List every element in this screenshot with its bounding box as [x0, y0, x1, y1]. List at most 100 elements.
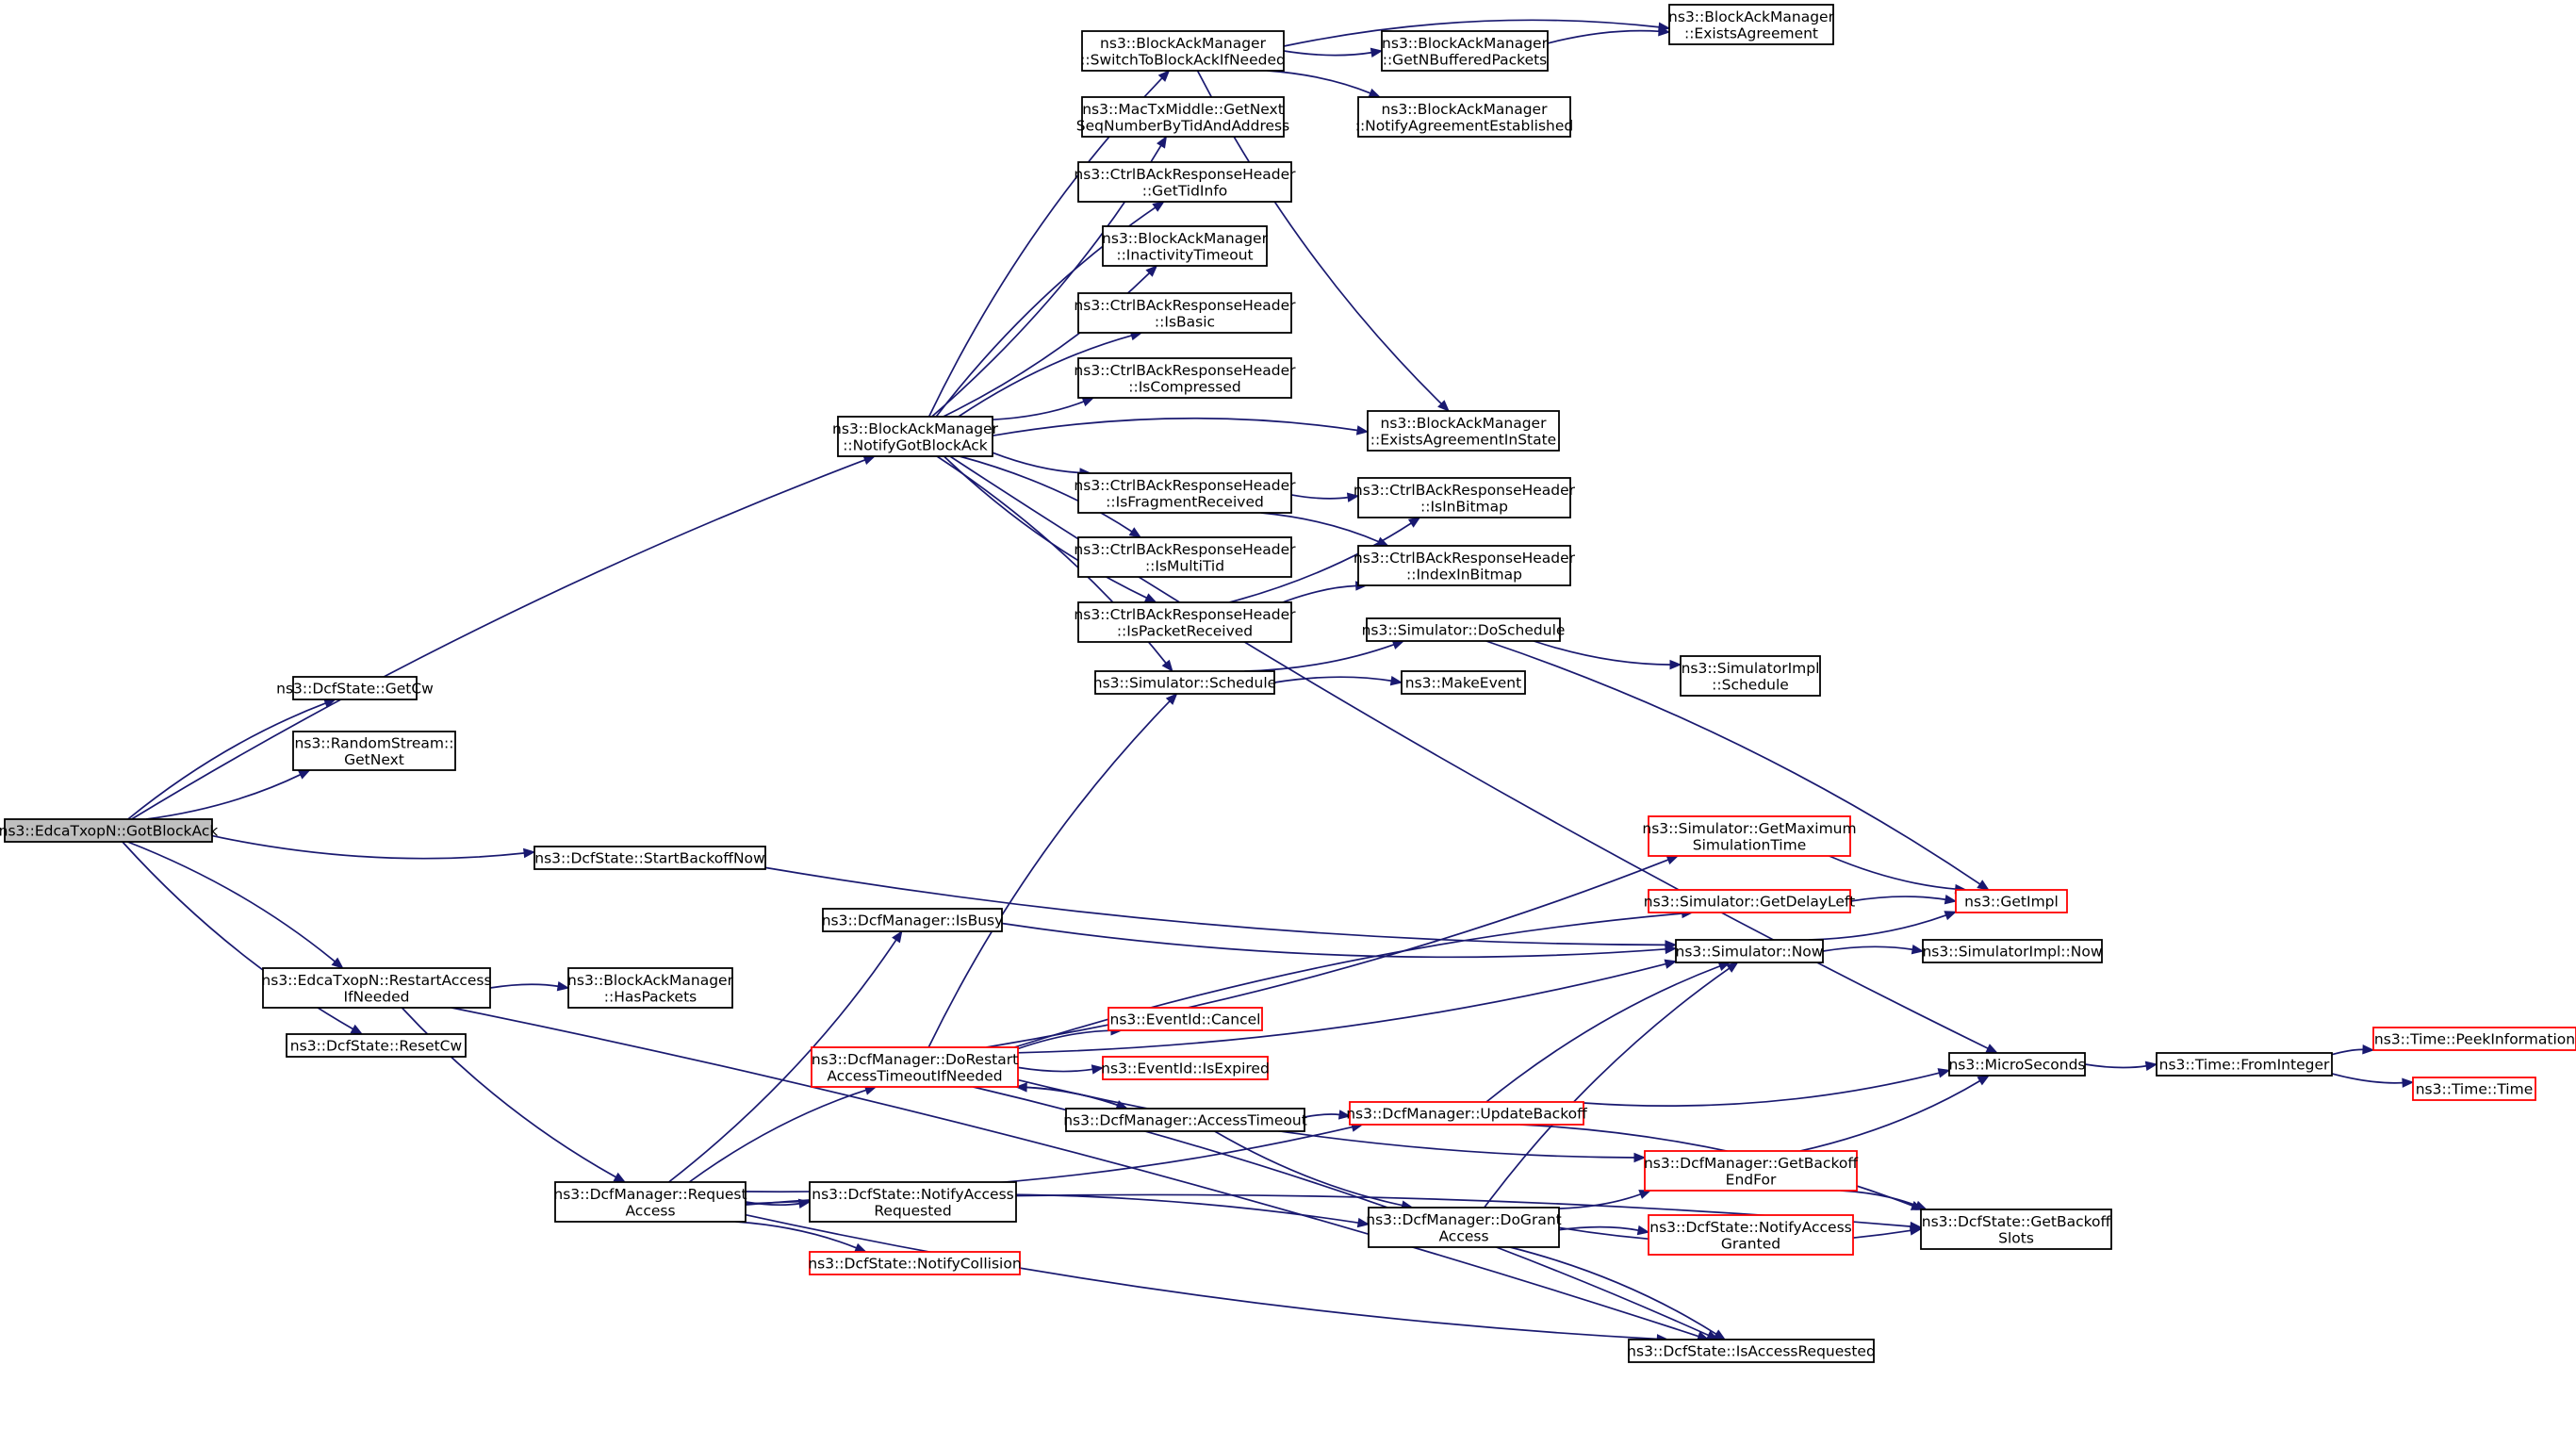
node-box[interactable]	[4, 818, 213, 843]
node-cancel[interactable]: ns3::EventId::Cancel	[1108, 1007, 1263, 1031]
node-box[interactable]	[1065, 1108, 1305, 1132]
node-box[interactable]	[1644, 1150, 1858, 1192]
node-frominteger[interactable]: ns3::Time::FromInteger	[2156, 1052, 2333, 1077]
node-box[interactable]	[1368, 1207, 1560, 1248]
node-isaccessreq[interactable]: ns3::DcfState::IsAccessRequested	[1627, 1339, 1876, 1363]
node-notifycollision[interactable]: ns3::DcfState::NotifyCollision	[808, 1251, 1022, 1275]
node-box[interactable]	[1077, 161, 1292, 203]
node-box[interactable]	[1648, 889, 1851, 913]
node-simnow[interactable]: ns3::Simulator::Now	[1675, 939, 1824, 963]
node-resetcw[interactable]: ns3::DcfState::ResetCw	[286, 1033, 467, 1058]
node-box[interactable]	[1357, 545, 1571, 586]
node-box[interactable]	[1381, 30, 1549, 72]
node-indexinbitmap[interactable]: ns3::CtrlBAckResponseHeader::IndexInBitm…	[1354, 545, 1576, 586]
node-box[interactable]	[1366, 617, 1561, 642]
node-box[interactable]	[1108, 1007, 1263, 1031]
node-root[interactable]: ns3::EdcaTxopN::GotBlockAck	[0, 818, 218, 843]
node-box[interactable]	[1955, 889, 2068, 913]
node-box[interactable]	[1077, 536, 1292, 578]
node-box[interactable]	[1648, 1214, 1854, 1256]
node-box[interactable]	[1102, 225, 1268, 267]
node-box[interactable]	[1357, 477, 1571, 518]
node-box[interactable]	[1920, 1209, 2112, 1250]
node-getnextseq[interactable]: ns3::MacTxMiddle::GetNextSeqNumberByTidA…	[1076, 96, 1289, 138]
node-getnbuffered[interactable]: ns3::BlockAckManager::GetNBufferedPacket…	[1381, 30, 1549, 72]
node-box[interactable]	[567, 967, 733, 1009]
node-switchtoba[interactable]: ns3::BlockAckManager::SwitchToBlockAckIf…	[1080, 30, 1286, 72]
node-box[interactable]	[533, 846, 766, 870]
node-dorestart[interactable]: ns3::DcfManager::DoRestartAccessTimeoutI…	[811, 1046, 1019, 1088]
node-box[interactable]	[554, 1181, 747, 1223]
node-box[interactable]	[809, 1181, 1017, 1223]
node-box[interactable]	[1094, 670, 1275, 695]
node-box[interactable]	[1077, 357, 1292, 399]
node-getdelayleft[interactable]: ns3::Simulator::GetDelayLeft	[1644, 889, 1855, 913]
node-hasPackets[interactable]: ns3::BlockAckManager::HasPackets	[567, 967, 734, 1009]
node-timetime[interactable]: ns3::Time::Time	[2412, 1077, 2536, 1101]
node-box[interactable]	[1077, 601, 1292, 643]
node-simimplschedule[interactable]: ns3::SimulatorImpl::Schedule	[1680, 655, 1821, 697]
node-box[interactable]	[292, 731, 456, 771]
node-box[interactable]	[1081, 96, 1285, 138]
node-updatebackoff[interactable]: ns3::DcfManager::UpdateBackoff	[1346, 1101, 1587, 1126]
node-box[interactable]	[262, 967, 491, 1009]
node-box[interactable]	[1357, 96, 1571, 138]
node-getimpl[interactable]: ns3::GetImpl	[1955, 889, 2068, 913]
node-existsinstate[interactable]: ns3::BlockAckManager::ExistsAgreementInS…	[1367, 410, 1560, 452]
node-existsagreement[interactable]: ns3::BlockAckManager::ExistsAgreement	[1668, 4, 1835, 45]
node-peekinfo[interactable]: ns3::Time::PeekInformation	[2372, 1027, 2576, 1051]
node-isbasic[interactable]: ns3::CtrlBAckResponseHeader::IsBasic	[1074, 292, 1296, 334]
node-box[interactable]	[822, 908, 1003, 932]
node-box[interactable]	[1349, 1101, 1584, 1126]
node-isbusy[interactable]: ns3::DcfManager::IsBusy	[822, 908, 1004, 932]
node-simimplnow[interactable]: ns3::SimulatorImpl::Now	[1922, 939, 2103, 963]
node-box[interactable]	[1401, 670, 1526, 695]
node-box[interactable]	[1648, 815, 1851, 857]
node-getcw[interactable]: ns3::DcfState::GetCw	[276, 676, 434, 700]
node-box[interactable]	[1680, 655, 1821, 697]
node-box[interactable]	[1675, 939, 1824, 963]
node-doschedule[interactable]: ns3::Simulator::DoSchedule	[1362, 617, 1566, 642]
node-box[interactable]	[286, 1033, 467, 1058]
node-schedule[interactable]: ns3::Simulator::Schedule	[1093, 670, 1276, 695]
node-box[interactable]	[2372, 1027, 2576, 1051]
node-startbackoff[interactable]: ns3::DcfState::StartBackoffNow	[533, 846, 766, 870]
node-box[interactable]	[1102, 1056, 1269, 1080]
node-isfragment[interactable]: ns3::CtrlBAckResponseHeader::IsFragmentR…	[1074, 472, 1296, 514]
node-microseconds[interactable]: ns3::MicroSeconds	[1948, 1052, 2086, 1077]
node-box[interactable]	[1628, 1339, 1875, 1363]
node-box[interactable]	[1668, 4, 1834, 45]
node-rsgetnext[interactable]: ns3::RandomStream::GetNext	[292, 731, 456, 771]
node-box[interactable]	[837, 416, 993, 457]
node-box[interactable]	[1922, 939, 2103, 963]
node-box[interactable]	[1077, 472, 1292, 514]
node-gettidinfo[interactable]: ns3::CtrlBAckResponseHeader::GetTidInfo	[1074, 161, 1296, 203]
node-makeevent[interactable]: ns3::MakeEvent	[1401, 670, 1526, 695]
node-box[interactable]	[1367, 410, 1560, 452]
node-box[interactable]	[2156, 1052, 2333, 1077]
node-inactivity[interactable]: ns3::BlockAckManager::InactivityTimeout	[1102, 225, 1269, 267]
node-isinbitmap[interactable]: ns3::CtrlBAckResponseHeader::IsInBitmap	[1354, 477, 1576, 518]
node-accesstimeout[interactable]: ns3::DcfManager::AccessTimeout	[1063, 1108, 1307, 1132]
node-box[interactable]	[811, 1046, 1019, 1088]
node-iscompressed[interactable]: ns3::CtrlBAckResponseHeader::IsCompresse…	[1074, 357, 1296, 399]
node-box[interactable]	[292, 676, 418, 700]
node-notifyagreement[interactable]: ns3::BlockAckManager::NotifyAgreementEst…	[1355, 96, 1574, 138]
node-notifygotba[interactable]: ns3::BlockAckManager::NotifyGotBlockAck	[832, 416, 999, 457]
node-isexpired[interactable]: ns3::EventId::IsExpired	[1101, 1056, 1270, 1080]
node-ismultitid[interactable]: ns3::CtrlBAckResponseHeader::IsMultiTid	[1074, 536, 1296, 578]
node-ispacket[interactable]: ns3::CtrlBAckResponseHeader::IsPacketRec…	[1074, 601, 1296, 643]
node-box[interactable]	[809, 1251, 1021, 1275]
node-box[interactable]	[2412, 1077, 2536, 1101]
node-box[interactable]	[1948, 1052, 2086, 1077]
node-box[interactable]	[1077, 292, 1292, 334]
node-box[interactable]	[1081, 30, 1285, 72]
